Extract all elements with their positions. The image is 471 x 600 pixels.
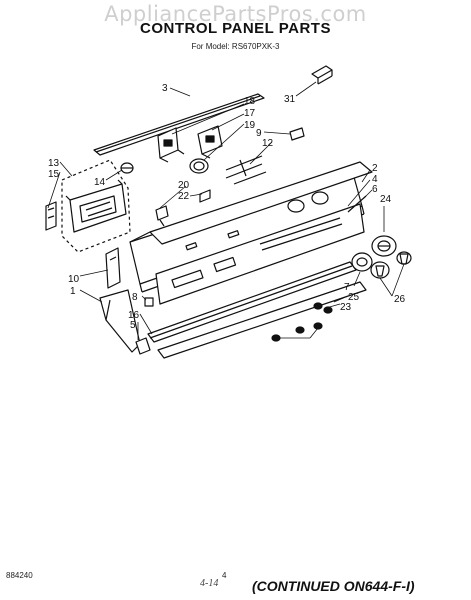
callout-19: 19: [244, 120, 256, 131]
footer-code: 884240: [6, 571, 33, 580]
callout-31: 31: [284, 94, 296, 105]
part-knob-14: [120, 162, 134, 174]
callout-15: 15: [48, 169, 60, 180]
part-ring-19: [189, 158, 209, 174]
callout-21: 23: [340, 302, 352, 313]
callout-5: 5: [130, 320, 136, 331]
part-switch-18: [157, 127, 185, 163]
leader-lines: [47, 81, 405, 340]
callout-7: 7: [344, 282, 350, 293]
callout-1: 1: [70, 286, 76, 297]
callout-25: 26: [394, 294, 406, 305]
watermark: AppliancePartsPros.com: [104, 2, 367, 26]
callout-10: 10: [68, 274, 80, 285]
part-trim-strip-bottom: [147, 261, 357, 343]
part-square-8: [144, 297, 154, 307]
part-bracket-10: [105, 247, 121, 289]
part-control-panel-rear: [129, 161, 373, 245]
part-bracket-20: [155, 189, 211, 227]
callout-16: 16: [128, 310, 140, 321]
callout-12: 12: [262, 138, 274, 149]
callout-4: 4: [372, 174, 378, 185]
callout-23: 24: [380, 194, 392, 205]
callout-20: 20: [178, 180, 190, 191]
part-screw-21: [313, 302, 333, 314]
page-title: CONTROL PANEL PARTS: [140, 20, 331, 37]
part-rod-6: [347, 195, 367, 213]
callout-24: 25: [348, 292, 360, 303]
part-knob-23: [371, 235, 397, 257]
part-inner-plate: [155, 203, 365, 305]
callout-9: 9: [256, 128, 262, 139]
part-clip-5: [135, 337, 151, 355]
callout-13: 13: [48, 158, 60, 169]
part-knob-25b: [396, 251, 412, 265]
continued-note: (CONTINUED ON644-F-I): [252, 578, 415, 594]
callout-3: 3: [162, 83, 168, 94]
part-switch-17: [197, 125, 223, 159]
part-clock-module: [65, 179, 127, 233]
model-line: For Model: RS670PXK-3: [191, 42, 280, 51]
part-knob-25a: [370, 261, 390, 279]
part-clip-31: [311, 65, 333, 85]
part-strip-16: [157, 281, 367, 359]
callout-22: 22: [178, 191, 190, 202]
callout-6: 6: [372, 184, 378, 195]
part-knob-24: [351, 252, 373, 272]
part-bracket-13: [45, 201, 57, 231]
part-bracket-12: [225, 155, 267, 185]
page-number: 4: [222, 571, 227, 580]
callout-17: 17: [244, 108, 256, 119]
handwritten-note: 4-14: [200, 578, 219, 589]
part-trim-strip-top: [93, 93, 265, 156]
callout-14: 14: [94, 177, 106, 188]
part-end-cap-1: [99, 289, 141, 353]
callout-2: 2: [372, 163, 378, 174]
callout-8: 8: [132, 292, 138, 303]
callout-18: 18: [244, 96, 256, 107]
part-nut-26: [271, 322, 323, 342]
part-tab-9: [289, 127, 305, 141]
